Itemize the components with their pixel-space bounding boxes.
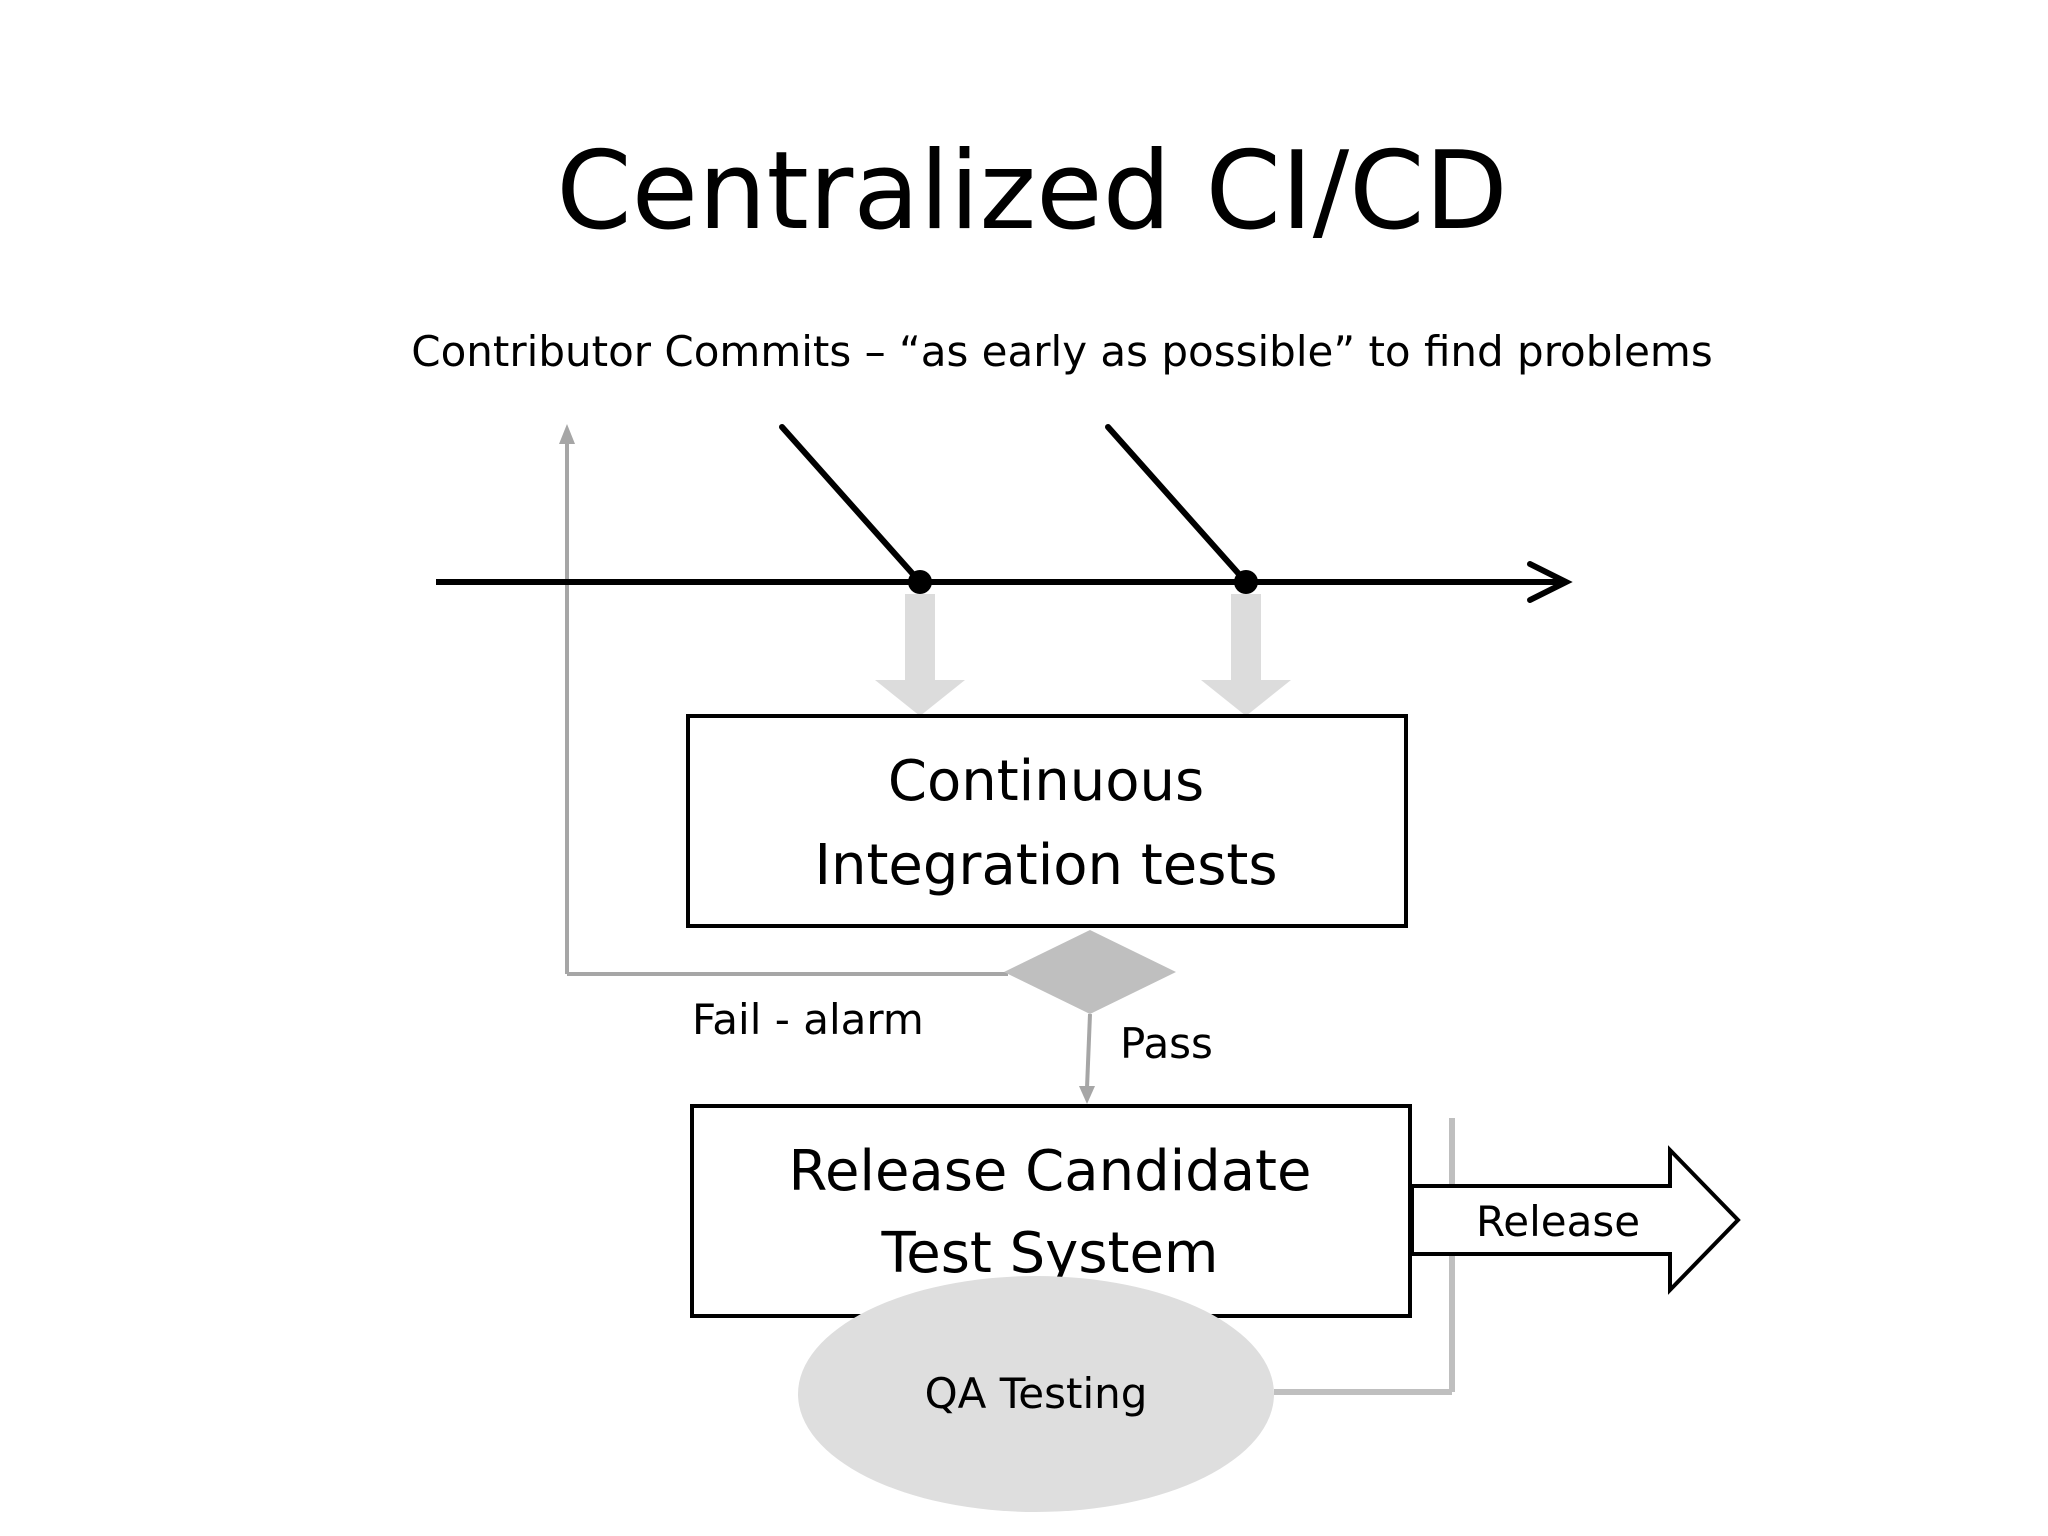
commit-line-2: [1105, 424, 1249, 585]
ci-tests-label-line2: Integration tests: [814, 833, 1277, 898]
feedback-arrowhead: [559, 424, 575, 444]
ci-tests-label-line1: Continuous: [888, 749, 1204, 814]
timeline-arrow: [436, 561, 1573, 603]
fail-feedback-line: [559, 424, 1008, 976]
qa-testing-ellipse: [798, 1276, 1274, 1512]
pass-label: Pass: [1120, 1019, 1213, 1068]
pass-arrowhead: [1079, 1086, 1095, 1104]
slide-subtitle: Contributor Commits – “as early as possi…: [411, 327, 1712, 376]
commit-flow-arrow-2: [1201, 594, 1291, 716]
commit-dot-1: [908, 570, 932, 594]
commit-dot-2: [1234, 570, 1258, 594]
pass-arrow: [1079, 1013, 1095, 1104]
fail-alarm-label: Fail - alarm: [692, 995, 924, 1044]
release-label: Release: [1476, 1197, 1640, 1246]
slide-title: Centralized CI/CD: [556, 129, 1508, 254]
release-candidate-label-line2: Test System: [881, 1221, 1219, 1286]
release-arrow: [1410, 1145, 1741, 1295]
release-candidate-label-line1: Release Candidate: [789, 1139, 1312, 1204]
ci-tests-box: [686, 714, 1408, 928]
decision-diamond: [1004, 930, 1176, 1014]
timeline-arrowhead: [1527, 561, 1573, 603]
commit-flow-arrow-1: [875, 594, 965, 716]
qa-testing-label: QA Testing: [925, 1369, 1148, 1418]
commit-line-1: [779, 424, 923, 585]
